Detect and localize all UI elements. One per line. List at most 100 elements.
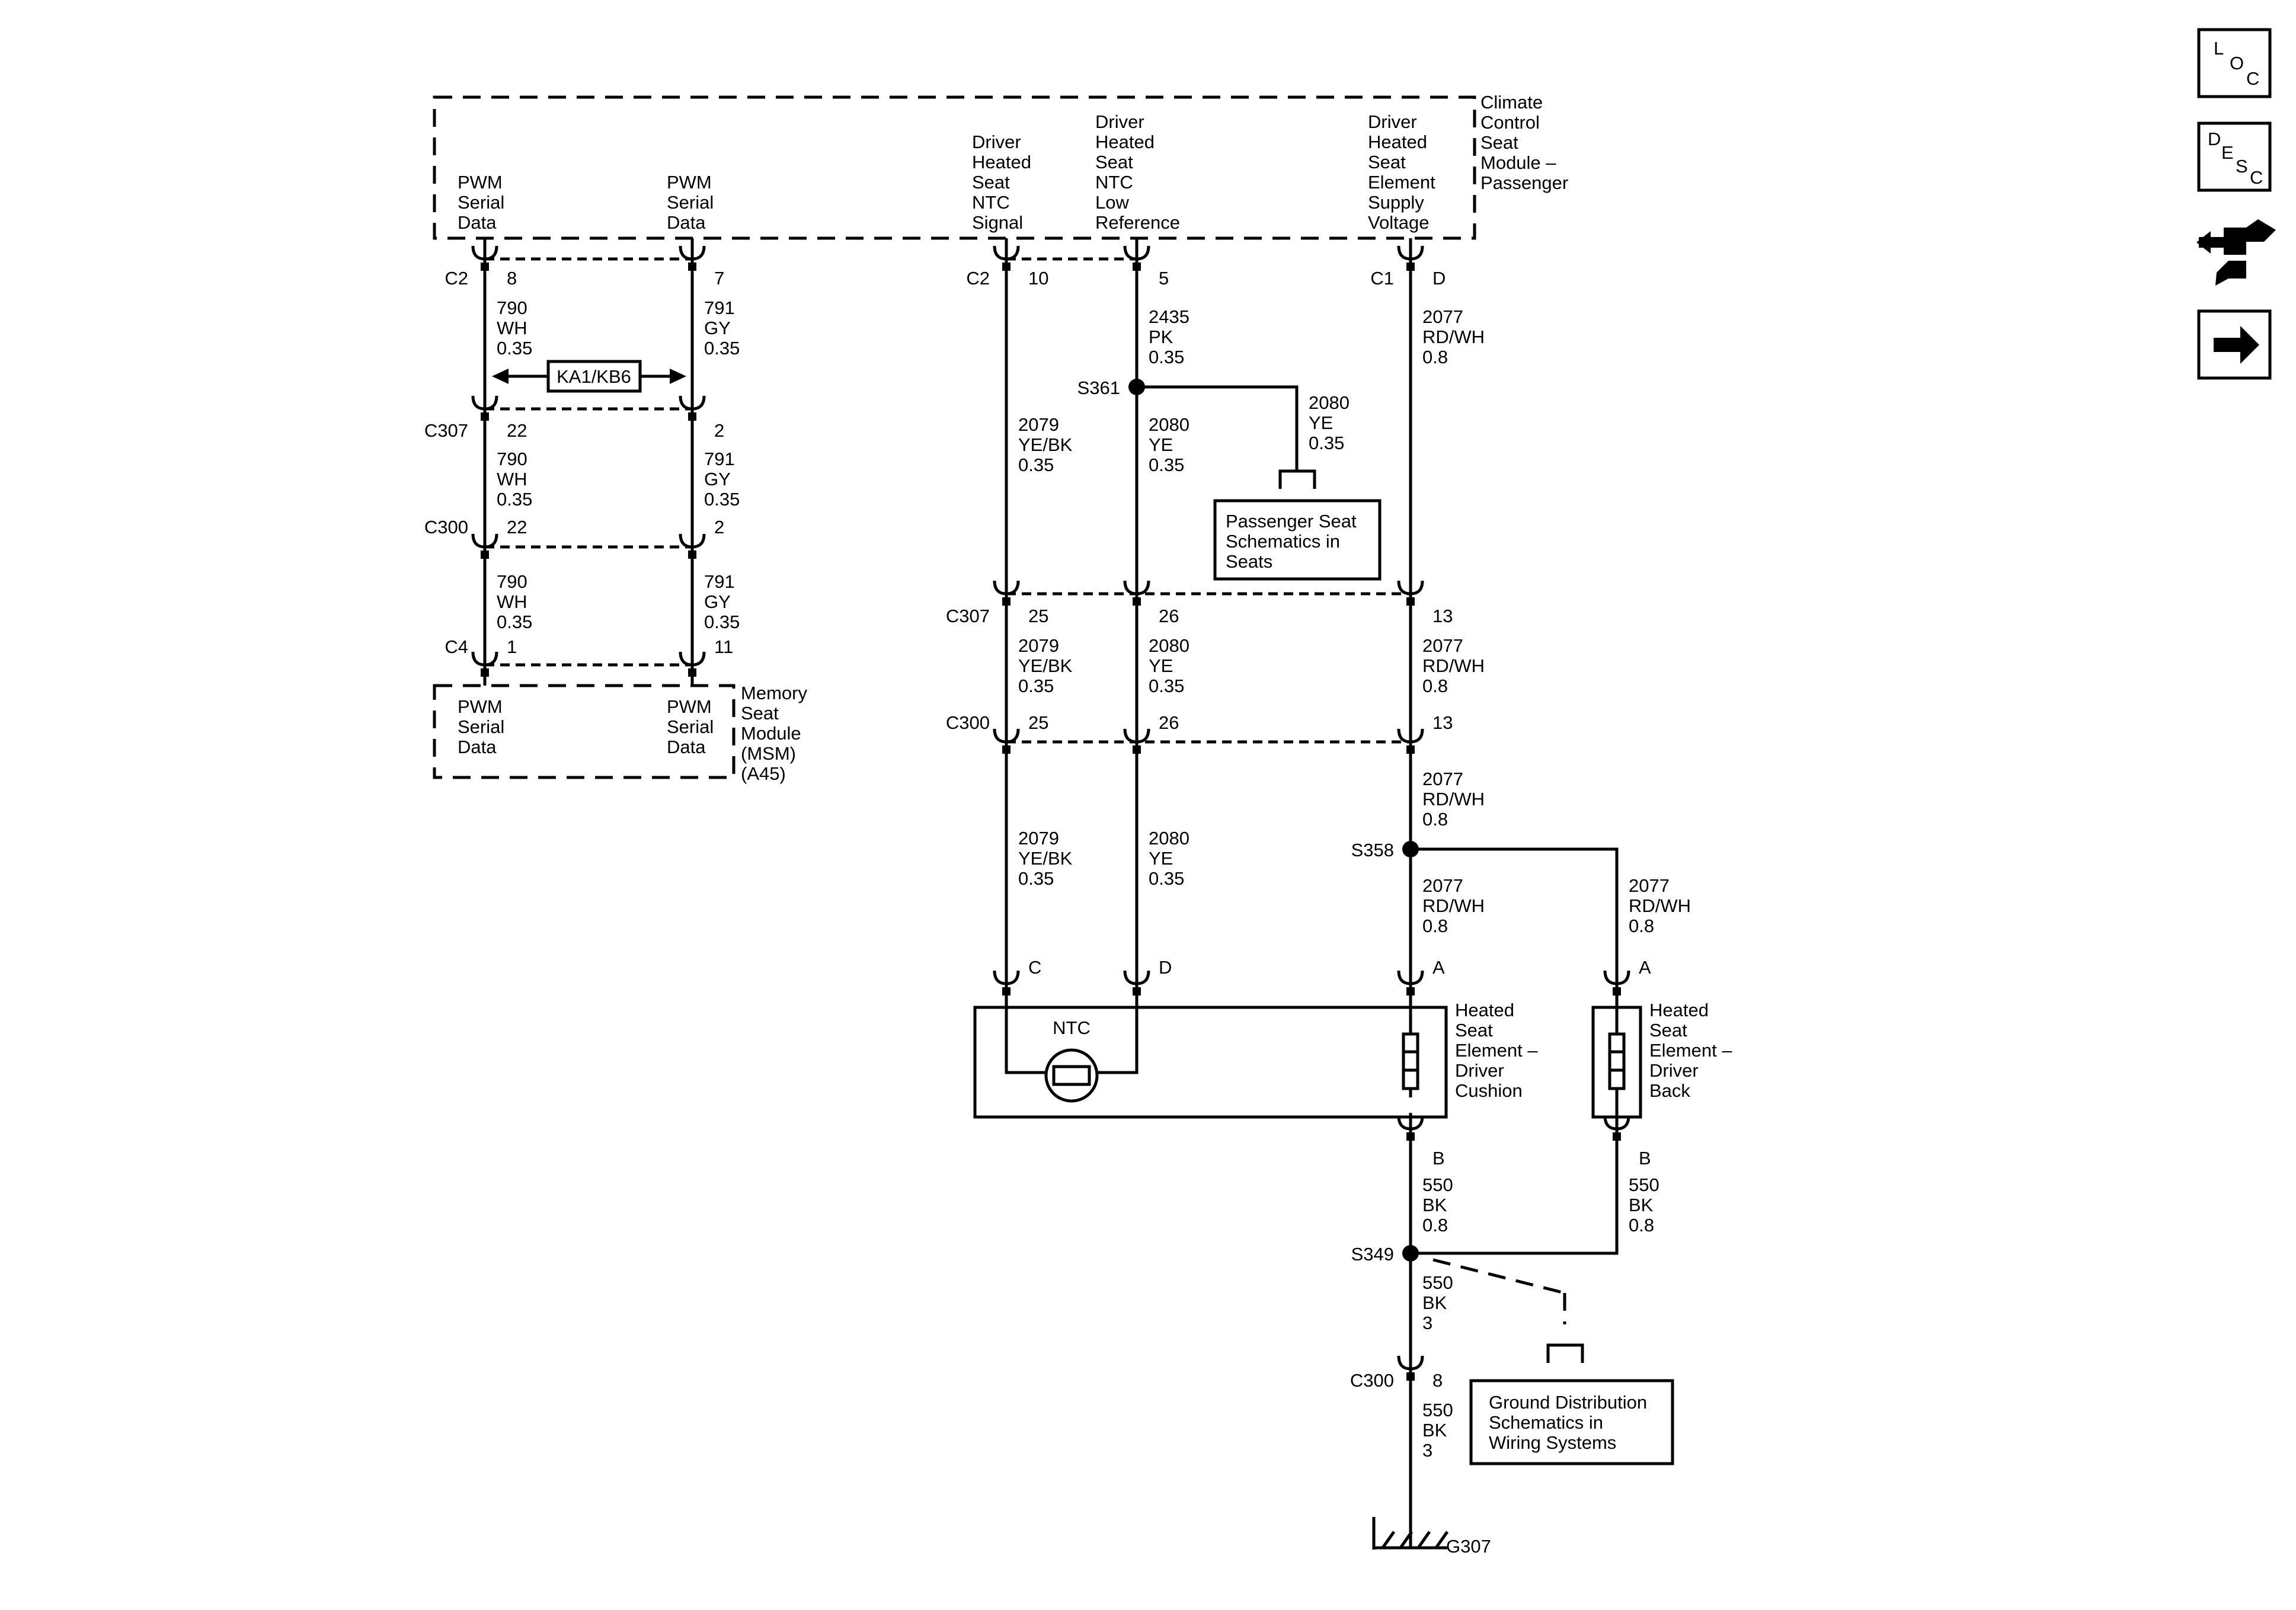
svg-text:YE/BK: YE/BK <box>1018 434 1073 455</box>
svg-text:A: A <box>1639 957 1651 978</box>
svg-text:Seat: Seat <box>741 703 779 724</box>
svg-text:B: B <box>1639 1148 1651 1169</box>
svg-text:Signal: Signal <box>972 212 1023 233</box>
svg-text:PK: PK <box>1149 327 1173 347</box>
svg-text:Back: Back <box>1649 1080 1690 1101</box>
svg-text:2077: 2077 <box>1422 635 1463 656</box>
climate-seat-module-outline <box>433 95 1476 240</box>
back-element-title: Heated Seat Element – Driver Back <box>1649 1000 1732 1101</box>
svg-text:2080: 2080 <box>1149 635 1189 656</box>
svg-text:BK: BK <box>1422 1420 1447 1441</box>
svg-text:2435: 2435 <box>1149 306 1189 327</box>
svg-text:Module: Module <box>741 723 801 744</box>
svg-text:Reference: Reference <box>1095 212 1180 233</box>
svg-text:Element: Element <box>1368 172 1435 193</box>
svg-text:GY: GY <box>704 318 731 338</box>
svg-text:WH: WH <box>497 318 527 338</box>
terminal-hook <box>679 533 706 549</box>
svg-text:0.35: 0.35 <box>497 612 532 632</box>
svg-text:0.8: 0.8 <box>1422 1215 1448 1235</box>
svg-text:7: 7 <box>714 268 724 289</box>
svg-text:Driver: Driver <box>1649 1060 1699 1081</box>
climate-module-title: Climate Control Seat Module – Passenger <box>1480 92 1568 193</box>
svg-text:Driver: Driver <box>1368 111 1417 132</box>
svg-text:2079: 2079 <box>1018 414 1059 435</box>
svg-text:YE/BK: YE/BK <box>1018 655 1073 676</box>
location-icon[interactable]: L O C <box>2197 28 2272 98</box>
svg-text:RD/WH: RD/WH <box>1422 655 1485 676</box>
connector-terminals <box>471 245 1630 1381</box>
description-icon[interactable]: D E S C <box>2197 121 2272 192</box>
option-label: KA1/KB6 <box>557 366 631 387</box>
svg-text:D: D <box>1159 957 1172 978</box>
terminal-hook <box>993 970 1020 985</box>
terminal-hook <box>1603 1115 1630 1131</box>
pin-label-pwm-1: PWM Serial Data <box>458 172 504 233</box>
svg-text:Seat: Seat <box>1480 132 1518 153</box>
svg-text:2077: 2077 <box>1422 769 1463 789</box>
svg-text:Driver: Driver <box>1455 1060 1504 1081</box>
svg-text:2077: 2077 <box>1629 875 1670 896</box>
svg-text:0.8: 0.8 <box>1422 676 1448 696</box>
back-heating-element <box>1591 1006 1642 1119</box>
splice-labels: S361 S358 S349 <box>1077 377 1394 1265</box>
connector-c4: C4 <box>445 636 468 657</box>
svg-text:Climate: Climate <box>1480 92 1543 113</box>
terminal-pin <box>481 263 489 271</box>
connector-c2-left: C2 <box>445 268 468 289</box>
svg-text:PWM: PWM <box>667 696 712 717</box>
terminal-hook <box>679 395 706 411</box>
svg-text:Seat: Seat <box>1649 1020 1687 1041</box>
pin-numbers: 8 7 22 2 22 2 1 11 10 5 D 25 26 13 25 26… <box>507 268 1651 1391</box>
svg-text:8: 8 <box>507 268 517 289</box>
svg-text:11: 11 <box>714 636 733 657</box>
svg-text:0.8: 0.8 <box>1422 347 1448 367</box>
svg-text:Module –: Module – <box>1480 152 1556 173</box>
terminal-hook <box>1397 580 1424 596</box>
svg-text:RD/WH: RD/WH <box>1422 789 1485 809</box>
svg-text:0.8: 0.8 <box>1422 916 1448 936</box>
svg-text:790: 790 <box>497 297 527 318</box>
svg-text:0.35: 0.35 <box>704 489 740 510</box>
svg-text:YE: YE <box>1149 655 1173 676</box>
svg-text:Heated: Heated <box>1649 1000 1709 1020</box>
svg-text:Driver: Driver <box>972 132 1021 152</box>
svg-text:D: D <box>2208 129 2221 149</box>
connector-view-icon[interactable] <box>2196 219 2276 286</box>
ground-distribution-reference[interactable]: Ground Distribution Schematics in Wiring… <box>1432 1258 1674 1465</box>
connector-c1: C1 <box>1370 268 1394 289</box>
terminal-pin <box>1002 597 1011 606</box>
svg-text:Heated: Heated <box>1095 132 1155 152</box>
svg-text:Data: Data <box>667 737 706 757</box>
svg-text:791: 791 <box>704 571 735 592</box>
ground-label: G307 <box>1446 1536 1491 1557</box>
svg-text:YE: YE <box>1309 412 1333 433</box>
svg-text:2077: 2077 <box>1422 875 1463 896</box>
passenger-seat-reference[interactable]: Passenger Seat Schematics in Seats <box>1213 469 1382 581</box>
svg-text:26: 26 <box>1159 712 1179 733</box>
svg-text:0.35: 0.35 <box>1149 454 1184 475</box>
svg-text:A: A <box>1432 957 1445 978</box>
next-page-arrow-icon[interactable] <box>2197 309 2272 380</box>
terminal-pin <box>688 550 696 559</box>
splice-s349 <box>1402 1245 1419 1262</box>
svg-text:Seat: Seat <box>1455 1020 1493 1041</box>
svg-text:C: C <box>2250 167 2263 188</box>
terminal-hook <box>1123 728 1150 744</box>
svg-text:10: 10 <box>1028 268 1048 289</box>
svg-text:1: 1 <box>507 636 517 657</box>
terminal-hook <box>471 245 498 261</box>
svg-text:13: 13 <box>1432 606 1453 626</box>
svg-text:WH: WH <box>497 469 527 489</box>
svg-text:0.35: 0.35 <box>1018 454 1054 475</box>
svg-text:2080: 2080 <box>1149 828 1189 849</box>
